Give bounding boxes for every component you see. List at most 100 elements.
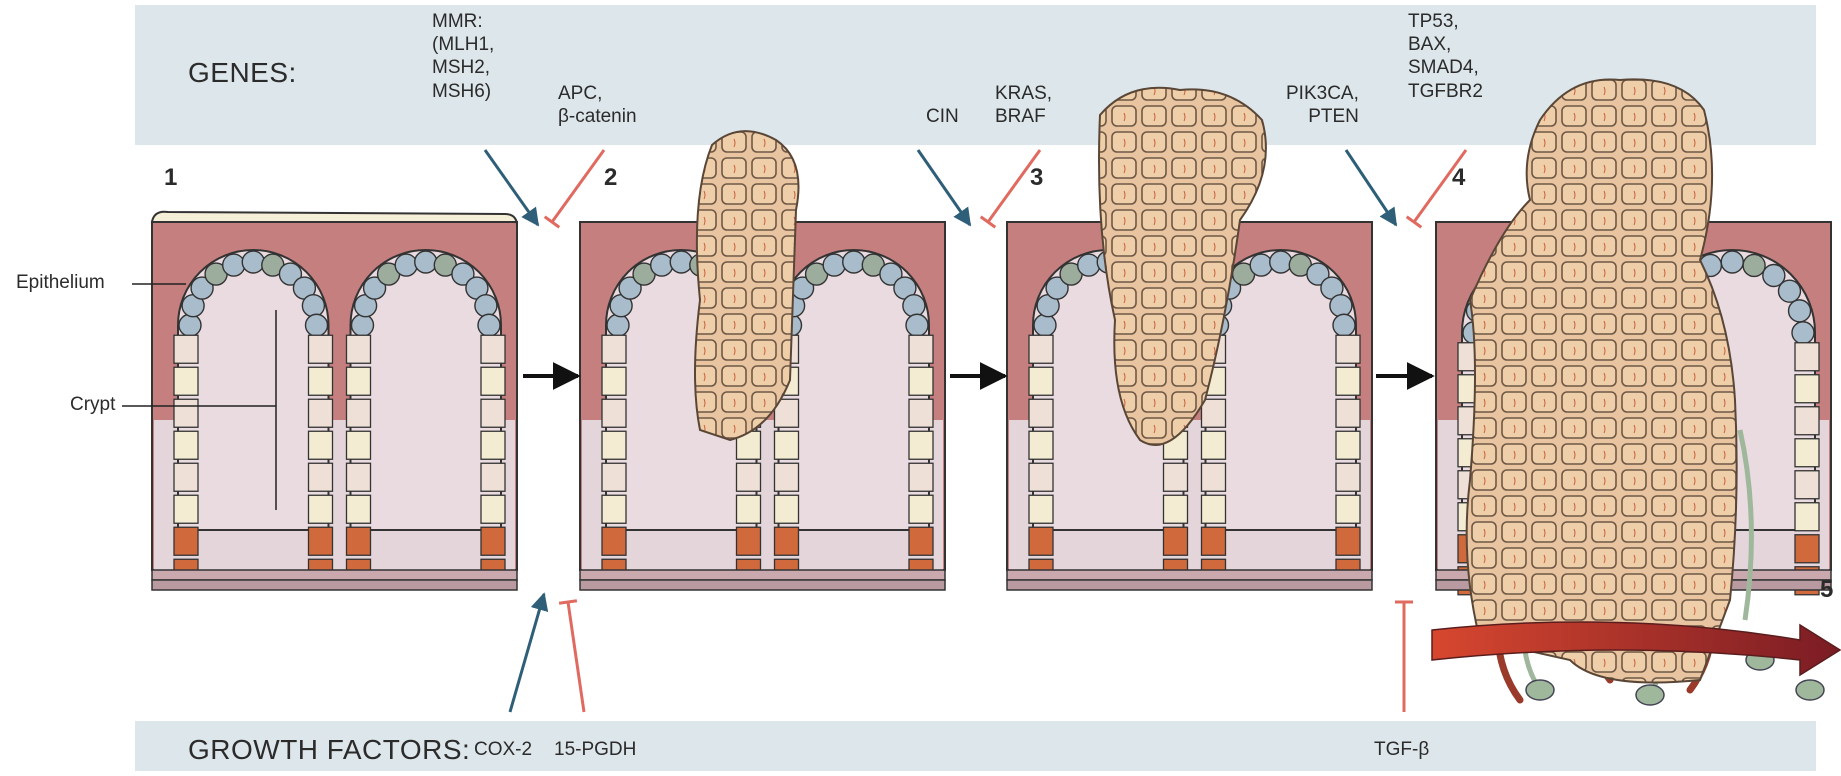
epithelial-cell [347, 431, 371, 459]
epithelial-cell [1792, 322, 1814, 344]
epithelial-cell [1336, 463, 1360, 491]
promote-arrow-cox2 [510, 594, 544, 712]
growth-factors-title: GROWTH FACTORS: [188, 733, 470, 767]
epithelial-cell [1795, 407, 1819, 435]
muscularis-layer [152, 570, 517, 580]
epithelial-cell [1795, 503, 1819, 531]
epithelial-cell [302, 295, 324, 317]
epithelial-cell [309, 431, 333, 459]
nerve-bulb [1796, 680, 1824, 700]
epithelial-cell [1789, 300, 1811, 322]
gene-pik3ca: PIK3CA, PTEN [1286, 82, 1359, 128]
inhibit-arrow-apc-bar [545, 217, 560, 228]
stage-number-1: 1 [164, 163, 177, 192]
epithelial-cell [1336, 335, 1360, 363]
epithelial-cell [737, 527, 761, 555]
epithelial-cell [602, 367, 626, 395]
tumor-mass-stage-2 [695, 131, 799, 440]
epithelial-cell [1721, 251, 1743, 273]
epithelial-cell [1336, 527, 1360, 555]
epithelial-cell [775, 431, 799, 459]
epithelial-cell [415, 251, 437, 273]
epithelial-cell [174, 367, 198, 395]
gene-apc: APC, β-catenin [558, 82, 637, 128]
epithelial-cell [1202, 399, 1226, 427]
epithelial-cell [309, 367, 333, 395]
epithelial-cell [174, 335, 198, 363]
epithelial-cell [174, 463, 198, 491]
epithelial-cell [775, 463, 799, 491]
epithelial-cell [1029, 367, 1053, 395]
inhibit-arrow-15-pgdh [568, 602, 584, 712]
epithelial-cell [1250, 254, 1272, 276]
epithelial-cell [1333, 314, 1355, 336]
epithelial-cell [1270, 251, 1292, 273]
epithelial-cell [179, 314, 201, 336]
promote-arrow-cin [918, 150, 970, 225]
epithelial-cell [347, 495, 371, 523]
epithelial-cell [823, 254, 845, 276]
epithelial-cell [1202, 463, 1226, 491]
epithelial-cell [909, 463, 933, 491]
epithelial-cell [1336, 495, 1360, 523]
epithelial-cell [909, 367, 933, 395]
muscularis-layer [580, 570, 945, 580]
epithelial-cell [481, 399, 505, 427]
epithelial-cell [1336, 399, 1360, 427]
epithelial-cell [475, 295, 497, 317]
epithelial-cell [1795, 535, 1819, 563]
epithelial-cell [909, 431, 933, 459]
epithelial-cell [1795, 471, 1819, 499]
epithelial-cell [909, 399, 933, 427]
epithelial-cell [1795, 343, 1819, 371]
epithelial-cell [1029, 463, 1053, 491]
epithelial-cell [481, 367, 505, 395]
epithelial-cell [1795, 439, 1819, 467]
nerve-bulb [1526, 680, 1554, 700]
epithelial-cell [174, 495, 198, 523]
epithelial-cell [775, 527, 799, 555]
epithelial-cell [481, 335, 505, 363]
epithelial-cell [347, 527, 371, 555]
epithelial-cell [1202, 527, 1226, 555]
epithelial-cell [309, 527, 333, 555]
muscularis-layer [1007, 580, 1372, 590]
epithelial-cell [737, 463, 761, 491]
epithelial-cell [602, 431, 626, 459]
epithelial-cell [1202, 431, 1226, 459]
epithelial-cell [1795, 375, 1819, 403]
epithelial-cell [395, 254, 417, 276]
epithelial-cell [903, 295, 925, 317]
epithelial-cell [347, 367, 371, 395]
epithelial-cell [651, 254, 673, 276]
epithelial-cell [775, 495, 799, 523]
epithelial-cell [909, 335, 933, 363]
epithelial-cell [478, 314, 500, 336]
epithelial-cell [906, 314, 928, 336]
epithelial-cell [602, 335, 626, 363]
epithelial-cell [309, 399, 333, 427]
epithelial-cell [1778, 280, 1800, 302]
gene-tp53: TP53, BAX, SMAD4, TGFBR2 [1408, 10, 1483, 103]
epithelial-cell [1164, 495, 1188, 523]
epithelial-cell [1202, 495, 1226, 523]
muscularis-layer [580, 580, 945, 590]
epithelial-cell [607, 314, 629, 336]
epithelial-cell [174, 527, 198, 555]
epithelial-cell [1743, 254, 1765, 276]
stage-number-3: 3 [1030, 163, 1043, 192]
gene-kras: KRAS, BRAF [995, 82, 1052, 128]
genes-title: GENES: [188, 56, 297, 90]
stage-number-2: 2 [604, 163, 617, 192]
epithelial-cell [1336, 431, 1360, 459]
epithelial-cell [602, 399, 626, 427]
epithelial-cell [481, 527, 505, 555]
epithelial-cell [1336, 367, 1360, 395]
epithelial-cell [306, 314, 328, 336]
epithelial-cell [309, 463, 333, 491]
epithelial-cell [670, 251, 692, 273]
muscularis-layer [152, 580, 517, 590]
epithelial-cell [843, 251, 865, 273]
epithelial-cell [352, 314, 374, 336]
